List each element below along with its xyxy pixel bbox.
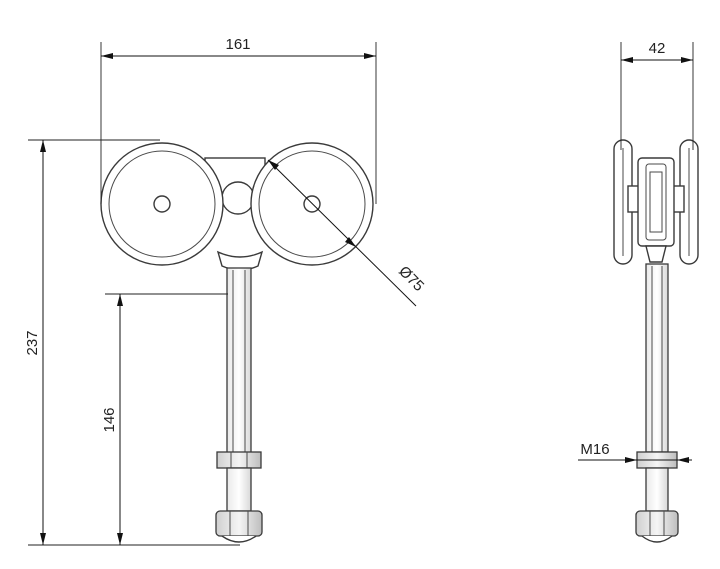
front-swivel-joint <box>216 250 264 271</box>
dimension-thread: M16 <box>578 441 692 463</box>
dimension-side-width-label: 42 <box>649 40 666 57</box>
dimension-overall-height-label: 237 <box>24 330 41 355</box>
dimension-rod-height-label: 146 <box>101 407 118 432</box>
dimension-overall-height: 237 <box>24 139 240 546</box>
front-upper-nut <box>216 451 262 469</box>
dimension-side-width: 42 <box>620 40 694 150</box>
side-view <box>613 139 699 543</box>
side-bracket <box>637 157 675 247</box>
front-center-hub <box>221 181 255 215</box>
side-swivel-joint <box>645 245 667 263</box>
dimension-thread-label: M16 <box>580 441 609 458</box>
dimension-rod-height: 146 <box>101 293 228 545</box>
side-rod <box>645 263 669 453</box>
dimension-overall-width-label: 161 <box>225 36 250 53</box>
front-view <box>100 142 374 543</box>
left-wheel <box>100 142 224 266</box>
side-lower-nut <box>635 510 679 537</box>
front-lower-nut <box>215 510 263 537</box>
dimension-overall-width: 161 <box>100 36 377 204</box>
front-rod <box>226 267 252 454</box>
left-wheel-axle <box>153 195 171 213</box>
